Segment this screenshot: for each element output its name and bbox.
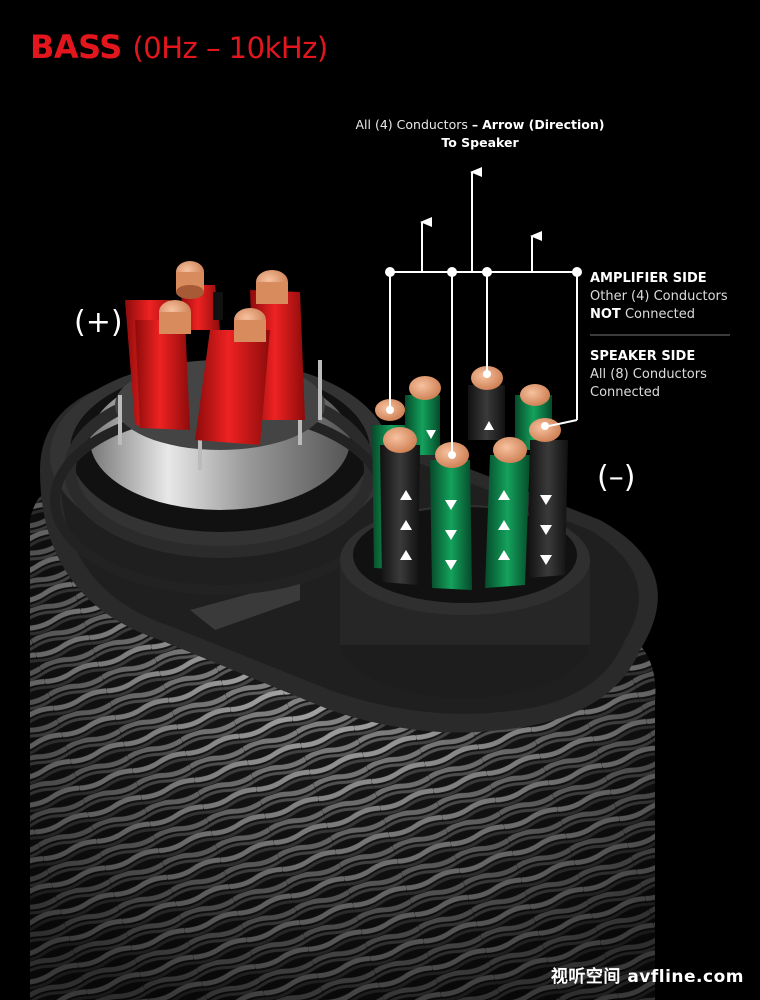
- negative-label: (–): [597, 460, 636, 495]
- watermark: 视听空间 avfline.com: [550, 967, 744, 987]
- diagram-title: BASS (0Hz – 10kHz): [30, 28, 328, 66]
- callout-emphasis: Arrow (Direction): [482, 117, 605, 132]
- connection-lines: [389, 167, 578, 455]
- amplifier-side-label: AMPLIFIER SIDE Other (4) Conductors NOT …: [590, 270, 728, 324]
- positive-label: (+): [74, 305, 123, 340]
- speaker-side-line2: Connected: [590, 385, 661, 400]
- title-main: BASS: [30, 28, 122, 66]
- speaker-side-line1: All (8) Conductors: [590, 367, 707, 382]
- amplifier-side-line1: Other (4) Conductors: [590, 289, 728, 304]
- callout-line2: To Speaker: [441, 135, 519, 150]
- amplifier-side-line2: Connected: [620, 307, 695, 322]
- negative-bundle: [340, 366, 590, 698]
- direction-callout: All (4) Conductors – Arrow (Direction) T…: [330, 116, 630, 152]
- title-range: (0Hz – 10kHz): [132, 31, 328, 65]
- speaker-side-heading: SPEAKER SIDE: [590, 349, 696, 364]
- callout-prefix: All (4) Conductors: [355, 117, 468, 132]
- speaker-side-label: SPEAKER SIDE All (8) Conductors Connecte…: [590, 348, 707, 402]
- junction-dots: [385, 267, 582, 277]
- callout-dash: –: [471, 117, 479, 132]
- amplifier-side-heading: AMPLIFIER SIDE: [590, 271, 707, 286]
- amplifier-side-not: NOT: [590, 307, 621, 322]
